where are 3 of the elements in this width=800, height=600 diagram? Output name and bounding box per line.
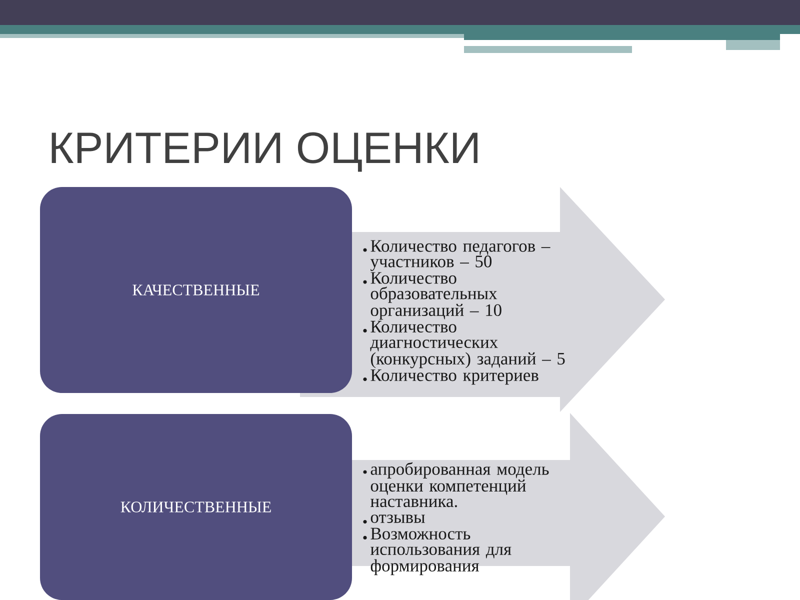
title: КРИТЕРИИ ОЦЕНКИ [52, 132, 478, 172]
category-box: КОЛИЧЕСТВЕННЫЕ [40, 414, 352, 600]
category-box: КАЧЕСТВЕННЫЕ [40, 187, 352, 393]
